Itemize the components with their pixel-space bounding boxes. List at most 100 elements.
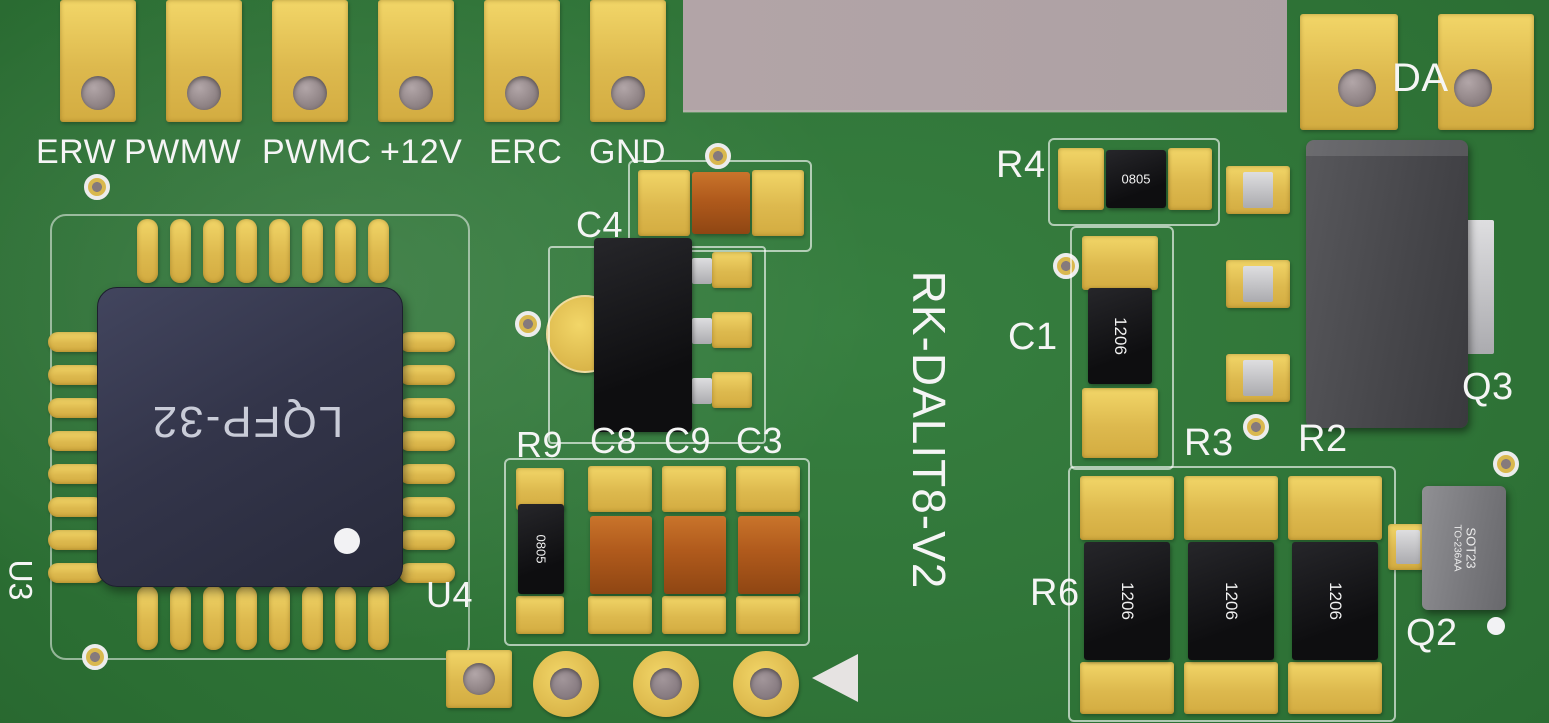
c8-pad [588, 466, 652, 512]
qfp-pin [269, 586, 290, 650]
connector-pad-erw [60, 0, 136, 122]
q3-pin [1243, 266, 1273, 302]
c4-pad [638, 170, 690, 236]
sot-pin [692, 318, 712, 344]
bank-marking-3: 1206 [1326, 582, 1345, 620]
qfp-pin [399, 464, 455, 484]
q2-marking: SOT23 TO-236AA [1450, 524, 1479, 571]
connector-pad-erc [484, 0, 560, 122]
c1-pad [1082, 236, 1158, 290]
group-silkscreen-outline [504, 458, 810, 646]
ic-package-label: LQFP-32 [150, 397, 344, 446]
q3-transistor-body [1306, 140, 1468, 428]
c3-pad [736, 466, 800, 512]
da-hole [1338, 69, 1376, 107]
c8-pad [588, 596, 652, 634]
qfp-pin [48, 497, 104, 517]
qfp-pin [236, 586, 257, 650]
connector-hole [399, 76, 433, 110]
qfp-pin [399, 398, 455, 418]
ref-c3: C3 [736, 420, 784, 461]
ref-u4: U4 [426, 574, 474, 615]
pin1-marker-dot [334, 528, 360, 554]
connector-label-pwmw: PWMW [124, 133, 242, 171]
qfp-pin [203, 219, 224, 283]
q3-pin [1243, 172, 1273, 208]
left-arrow-icon [812, 654, 858, 702]
bank-pad [1080, 476, 1174, 540]
c4-capacitor-body [692, 172, 750, 234]
pad-hole [550, 668, 582, 700]
q2-transistor-body [1422, 486, 1506, 610]
via [84, 174, 110, 200]
silkscreen-dot [1487, 617, 1505, 635]
qfp-pin [399, 563, 455, 583]
connector-label-pwmc: PWMC [262, 133, 372, 171]
ref-r4: R4 [996, 144, 1046, 186]
qfp-pin [335, 586, 356, 650]
c3-capacitor-body [738, 516, 800, 594]
qfp-pin [137, 586, 158, 650]
q3-tab [1466, 220, 1494, 354]
qfp-pin [48, 530, 104, 550]
c1-marking: 1206 [1111, 317, 1130, 355]
connector-hole [611, 76, 645, 110]
board-title: RK-DALIT8-V2 [903, 270, 955, 590]
qfp-pin [368, 219, 389, 283]
square-pad [446, 650, 512, 708]
bank-marking-2: 1206 [1222, 582, 1241, 620]
ref-u3: U3 [2, 559, 39, 601]
qfp-pin [137, 219, 158, 283]
qfp-pin [48, 464, 104, 484]
bank-component-body [1084, 542, 1170, 660]
c1-silkscreen-outline [1070, 226, 1174, 470]
ref-c9: C9 [664, 420, 712, 461]
qfp-pin [236, 219, 257, 283]
connector-pad-pwmc [272, 0, 348, 122]
connector-pad-12v [378, 0, 454, 122]
qfp-pin [399, 332, 455, 352]
pad-hole [750, 668, 782, 700]
bank-pad [1080, 662, 1174, 714]
connector-pad-pwmw [166, 0, 242, 122]
ref-r6: R6 [1030, 572, 1080, 614]
sot-chip-body [594, 238, 692, 432]
qfp-pin [399, 497, 455, 517]
bank-component-body [1188, 542, 1274, 660]
c1-pad [1082, 388, 1158, 458]
connector-label-gnd: GND [589, 133, 667, 171]
qfp-pin [48, 431, 104, 451]
via [1493, 451, 1519, 477]
qfp-pin [48, 332, 104, 352]
r9-resistor-body [518, 504, 564, 594]
pad-hole [463, 663, 495, 695]
da-pad-left [1300, 14, 1398, 130]
via [1053, 253, 1079, 279]
bank-silkscreen-outline [1068, 466, 1396, 722]
c4-pad [752, 170, 804, 236]
c9-pad [662, 596, 726, 634]
sot-pin [692, 378, 712, 404]
ref-c1: C1 [1008, 316, 1058, 358]
qfp-pin [48, 398, 104, 418]
board-edge [683, 110, 1287, 113]
sot-pad [712, 252, 752, 288]
connector-pad-gnd [590, 0, 666, 122]
c3-pad [736, 596, 800, 634]
sot-pin [692, 258, 712, 284]
qfp-pin [399, 530, 455, 550]
r4-pad [1168, 148, 1212, 210]
qfp-pin [170, 219, 191, 283]
r4-pad [1058, 148, 1104, 210]
bank-component-body [1292, 542, 1378, 660]
qfp-pin [399, 431, 455, 451]
qfp-pin [368, 586, 389, 650]
via [82, 644, 108, 670]
r9-pad [516, 596, 564, 634]
c9-capacitor-body [664, 516, 726, 594]
q2-type-text: SOT23 [1463, 527, 1479, 569]
c8-capacitor-body [590, 516, 652, 594]
q3-pin [1243, 360, 1273, 396]
r4-silkscreen-outline [1048, 138, 1220, 226]
